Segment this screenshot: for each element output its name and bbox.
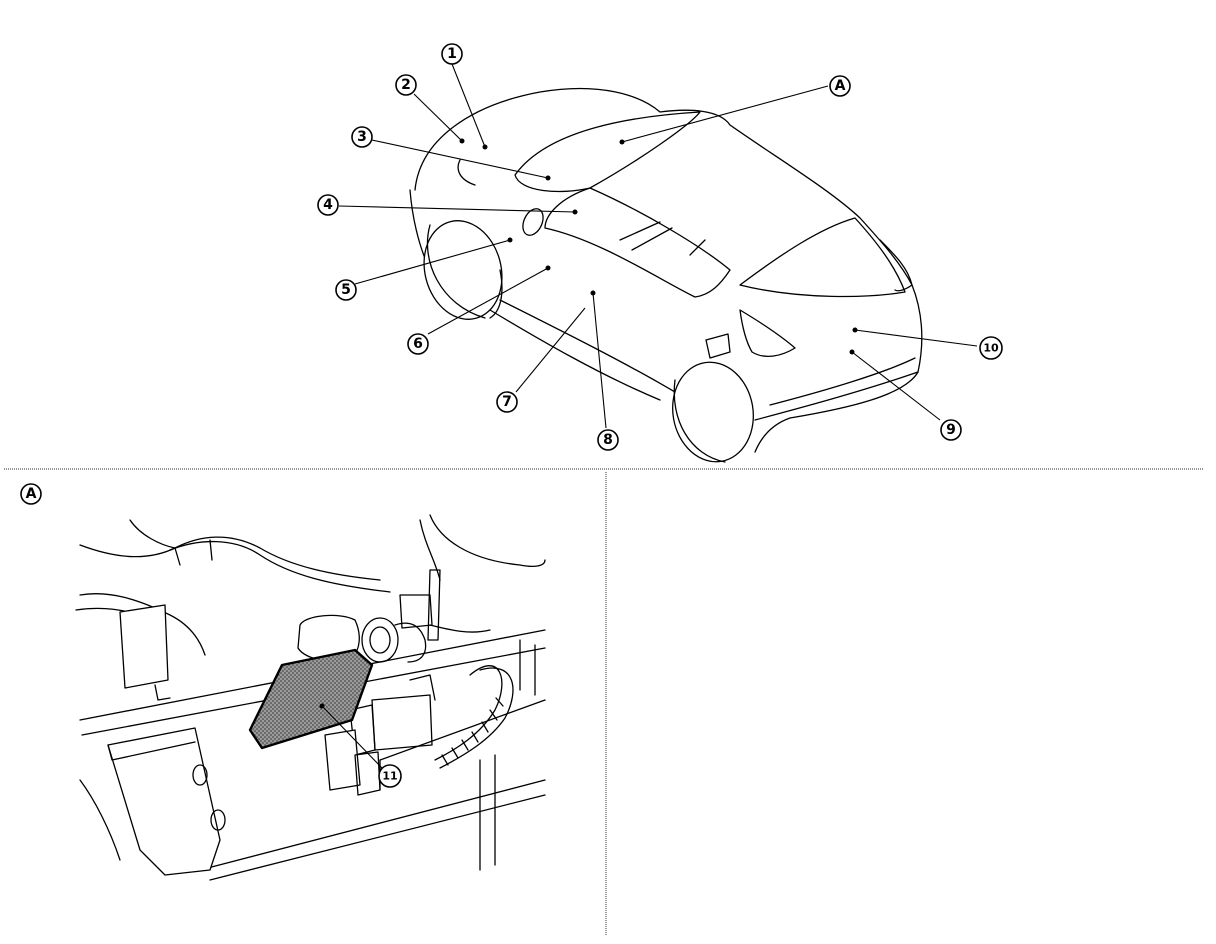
callout-1: 1	[441, 43, 463, 65]
vehicle-illustration	[409, 87, 923, 463]
callout-8-label: 8	[603, 432, 613, 448]
detail-A-illustration	[75, 514, 546, 881]
callout-1-label: 1	[447, 46, 457, 62]
detail-A-label: A	[20, 483, 42, 505]
callout-4-label: 4	[323, 197, 333, 213]
callout-9: 9	[940, 419, 962, 441]
leader-dots	[459, 138, 858, 355]
callout-6-label: 6	[413, 336, 423, 352]
callout-A-label: A	[835, 78, 846, 94]
leader-lines	[338, 63, 978, 429]
callout-3-label: 3	[357, 129, 367, 145]
callout-2: 2	[395, 74, 417, 96]
callout-8: 8	[597, 429, 619, 451]
callout-10-label: 10	[983, 342, 999, 355]
detail-A-letter: A	[26, 486, 37, 502]
callout-6: 6	[407, 333, 429, 355]
callout-10: 10	[979, 336, 1003, 360]
callout-A: A	[829, 75, 851, 97]
callout-11-label: 11	[382, 770, 397, 783]
callout-5: 5	[335, 279, 357, 301]
callout-2-label: 2	[401, 77, 411, 93]
leader-11	[321, 705, 383, 769]
module-11-hatched	[248, 648, 374, 750]
callout-11: 11	[378, 764, 402, 788]
callout-4: 4	[317, 194, 339, 216]
callout-9-label: 9	[946, 422, 956, 438]
callout-5-label: 5	[341, 282, 351, 298]
callout-3: 3	[351, 126, 373, 148]
callout-7: 7	[496, 391, 518, 413]
callout-7-label: 7	[502, 394, 512, 410]
